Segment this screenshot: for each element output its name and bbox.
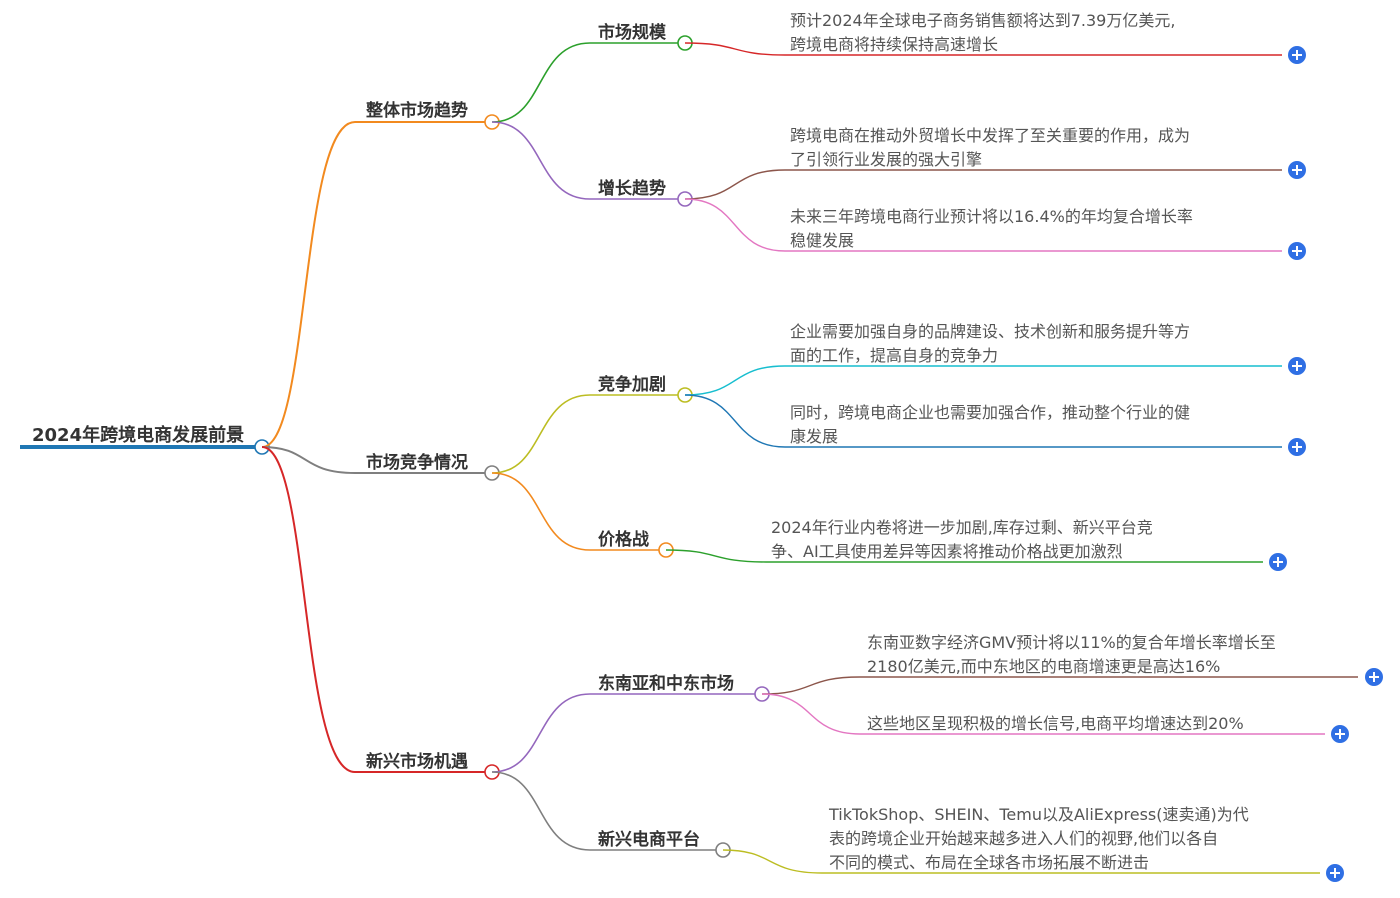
sub-label: 市场规模 bbox=[598, 22, 667, 43]
plus-icon[interactable] bbox=[1288, 161, 1306, 179]
leaf-connector bbox=[684, 394, 1282, 448]
branch-emerging-markets[interactable]: 新兴市场机遇 bbox=[261, 446, 500, 780]
sub-connector bbox=[491, 394, 685, 474]
root-label: 2024年跨境电商发展前景 bbox=[32, 424, 244, 446]
leaf-5: 同时，跨境电商企业也需要加强合作，推动整个行业的健 康发展 bbox=[684, 394, 1306, 456]
leaf-connector bbox=[684, 198, 1282, 252]
sub-label: 增长趋势 bbox=[598, 178, 666, 199]
leaf-text: 跨境电商在推动外贸增长中发挥了至关重要的作用，成为 了引领行业发展的强大引擎 bbox=[790, 126, 1195, 169]
branch-overall-trend[interactable]: 整体市场趋势 bbox=[261, 100, 500, 448]
sub-connector bbox=[491, 121, 685, 200]
leaf-connector bbox=[684, 365, 1282, 396]
sub-emerging-platforms[interactable]: 新兴电商平台 bbox=[491, 771, 731, 858]
plus-icon[interactable] bbox=[1288, 242, 1306, 260]
sub-connector bbox=[491, 472, 666, 551]
leaf-8: 这些地区呈现积极的增长信号,电商平均增速达到20% bbox=[761, 693, 1349, 743]
sub-label: 东南亚和中东市场 bbox=[598, 673, 734, 694]
sub-connector bbox=[491, 771, 723, 851]
leaf-3: 未来三年跨境电商行业预计将以16.4%的年均复合增长率 稳健发展 bbox=[684, 198, 1306, 260]
plus-icon[interactable] bbox=[1326, 864, 1344, 882]
leaf-text: TikTokShop、SHEIN、Temu以及AliExpress(速卖通)为代… bbox=[828, 805, 1254, 872]
branch-market-competition[interactable]: 市场竞争情况 bbox=[261, 446, 500, 481]
leaf-text: 同时，跨境电商企业也需要加强合作，推动整个行业的健 康发展 bbox=[790, 403, 1195, 446]
sub-competition-intensified[interactable]: 竞争加剧 bbox=[491, 374, 693, 474]
leaf-text: 企业需要加强自身的品牌建设、技术创新和服务提升等方 面的工作，提高自身的竞争力 bbox=[790, 322, 1195, 365]
sub-label: 新兴电商平台 bbox=[598, 829, 700, 850]
leaf-4: 企业需要加强自身的品牌建设、技术创新和服务提升等方 面的工作，提高自身的竞争力 bbox=[684, 322, 1306, 396]
plus-icon[interactable] bbox=[1288, 438, 1306, 456]
leaf-connector bbox=[684, 42, 1282, 56]
plus-icon[interactable] bbox=[1331, 725, 1349, 743]
branch-connector bbox=[261, 446, 492, 474]
leaf-text: 预计2024年全球电子商务销售额将达到7.39万亿美元, 跨境电商将持续保持高速… bbox=[790, 11, 1181, 54]
sub-connector bbox=[491, 42, 685, 123]
leaf-connector bbox=[761, 693, 1325, 735]
branch-label: 新兴市场机遇 bbox=[366, 751, 468, 772]
leaf-connector bbox=[722, 849, 1320, 874]
root-node[interactable]: 2024年跨境电商发展前景 bbox=[20, 424, 270, 455]
sub-label: 价格战 bbox=[598, 529, 649, 550]
leaf-text: 这些地区呈现积极的增长信号,电商平均增速达到20% bbox=[867, 714, 1244, 733]
leaf-text: 东南亚数字经济GMV预计将以11%的复合年增长率增长至 2180亿美元,而中东地… bbox=[867, 633, 1281, 676]
leaf-9: TikTokShop、SHEIN、Temu以及AliExpress(速卖通)为代… bbox=[722, 805, 1344, 882]
sub-label: 竞争加剧 bbox=[598, 374, 666, 395]
leaf-connector bbox=[684, 169, 1282, 200]
plus-icon[interactable] bbox=[1288, 46, 1306, 64]
leaf-2: 跨境电商在推动外贸增长中发挥了至关重要的作用，成为 了引领行业发展的强大引擎 bbox=[684, 126, 1306, 200]
sub-sea-middle-east[interactable]: 东南亚和中东市场 bbox=[491, 673, 770, 773]
leaf-7: 东南亚数字经济GMV预计将以11%的复合年增长率增长至 2180亿美元,而中东地… bbox=[761, 633, 1383, 695]
branch-connector bbox=[261, 121, 492, 448]
leaf-1: 预计2024年全球电子商务销售额将达到7.39万亿美元, 跨境电商将持续保持高速… bbox=[684, 11, 1306, 64]
sub-growth-trend[interactable]: 增长趋势 bbox=[491, 121, 693, 207]
sub-connector bbox=[491, 693, 762, 773]
plus-icon[interactable] bbox=[1365, 668, 1383, 686]
branch-label: 市场竞争情况 bbox=[366, 452, 468, 473]
sub-market-size[interactable]: 市场规模 bbox=[491, 22, 693, 123]
leaf-connector bbox=[761, 676, 1358, 695]
plus-icon[interactable] bbox=[1269, 553, 1287, 571]
plus-icon[interactable] bbox=[1288, 357, 1306, 375]
leaf-6: 2024年行业内卷将进一步加剧,库存过剩、新兴平台竞 争、AI工具使用差异等因素… bbox=[665, 518, 1287, 571]
leaf-text: 未来三年跨境电商行业预计将以16.4%的年均复合增长率 稳健发展 bbox=[790, 207, 1198, 250]
leaf-text: 2024年行业内卷将进一步加剧,库存过剩、新兴平台竞 争、AI工具使用差异等因素… bbox=[771, 518, 1158, 561]
branch-label: 整体市场趋势 bbox=[366, 100, 468, 121]
branch-connector bbox=[261, 446, 492, 773]
sub-price-war[interactable]: 价格战 bbox=[491, 472, 674, 558]
leaf-connector bbox=[665, 549, 1263, 563]
